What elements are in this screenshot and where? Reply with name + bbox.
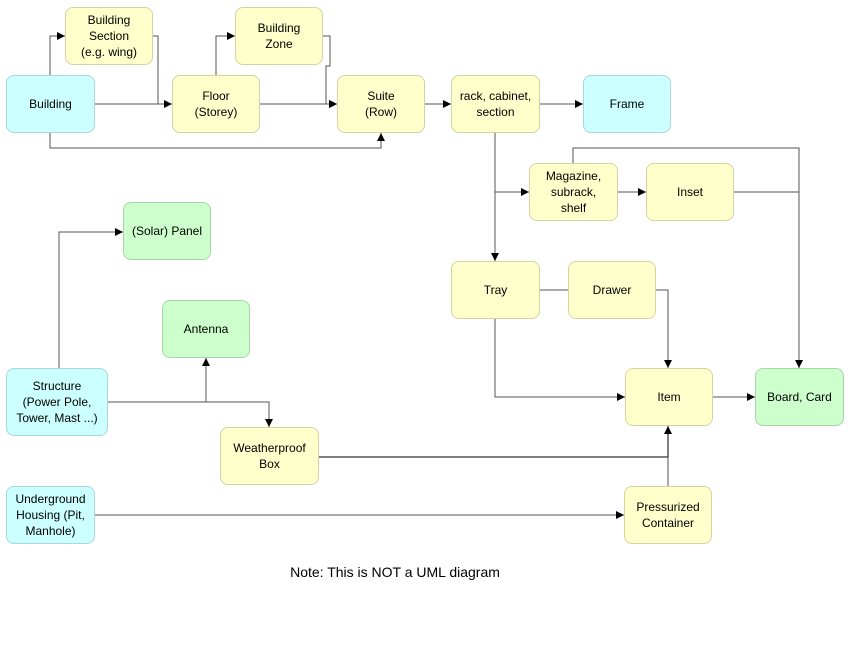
node-building: Building bbox=[6, 75, 95, 133]
diagram-note: Note: This is NOT a UML diagram bbox=[290, 564, 500, 580]
node-floor: Floor (Storey) bbox=[172, 75, 260, 133]
edge-box-to-item bbox=[318, 426, 672, 458]
edge-structure-to-antenna bbox=[108, 358, 210, 403]
node-board-card: Board, Card bbox=[755, 368, 844, 426]
node-drawer: Drawer bbox=[568, 261, 656, 319]
node-antenna: Antenna bbox=[162, 300, 250, 358]
edge-structure-to-panel bbox=[58, 228, 123, 368]
edge-magazine-to-board bbox=[572, 147, 803, 368]
node-building-section: Building Section (e.g. wing) bbox=[65, 7, 153, 65]
edge-section-to-floor bbox=[153, 35, 159, 104]
node-tray: Tray bbox=[451, 261, 540, 319]
node-item: Item bbox=[625, 368, 713, 426]
node-magazine: Magazine, subrack, shelf bbox=[529, 163, 618, 221]
edge-floor-to-zone bbox=[215, 32, 235, 75]
edge-zone-to-suite bbox=[322, 35, 337, 108]
node-frame: Frame bbox=[583, 75, 671, 133]
node-solar-panel: (Solar) Panel bbox=[123, 202, 211, 260]
edge-structure-to-box bbox=[206, 401, 273, 427]
edge-rack-to-magazine bbox=[494, 133, 529, 196]
edge-building-to-suite bbox=[49, 133, 385, 149]
edge-tray-to-item bbox=[494, 319, 625, 401]
edge-building-to-section bbox=[49, 32, 65, 75]
edge-drawer-to-item bbox=[656, 289, 672, 368]
node-suite: Suite (Row) bbox=[337, 75, 425, 133]
node-weatherproof-box: Weatherproof Box bbox=[220, 427, 319, 485]
node-building-zone: Building Zone bbox=[235, 7, 323, 65]
node-structure: Structure (Power Pole, Tower, Mast ...) bbox=[6, 368, 108, 436]
node-inset: Inset bbox=[646, 163, 734, 221]
node-underground-housing: Underground Housing (Pit, Manhole) bbox=[6, 486, 95, 544]
node-pressurized-container: Pressurized Container bbox=[624, 486, 712, 544]
node-rack: rack, cabinet, section bbox=[451, 75, 540, 133]
